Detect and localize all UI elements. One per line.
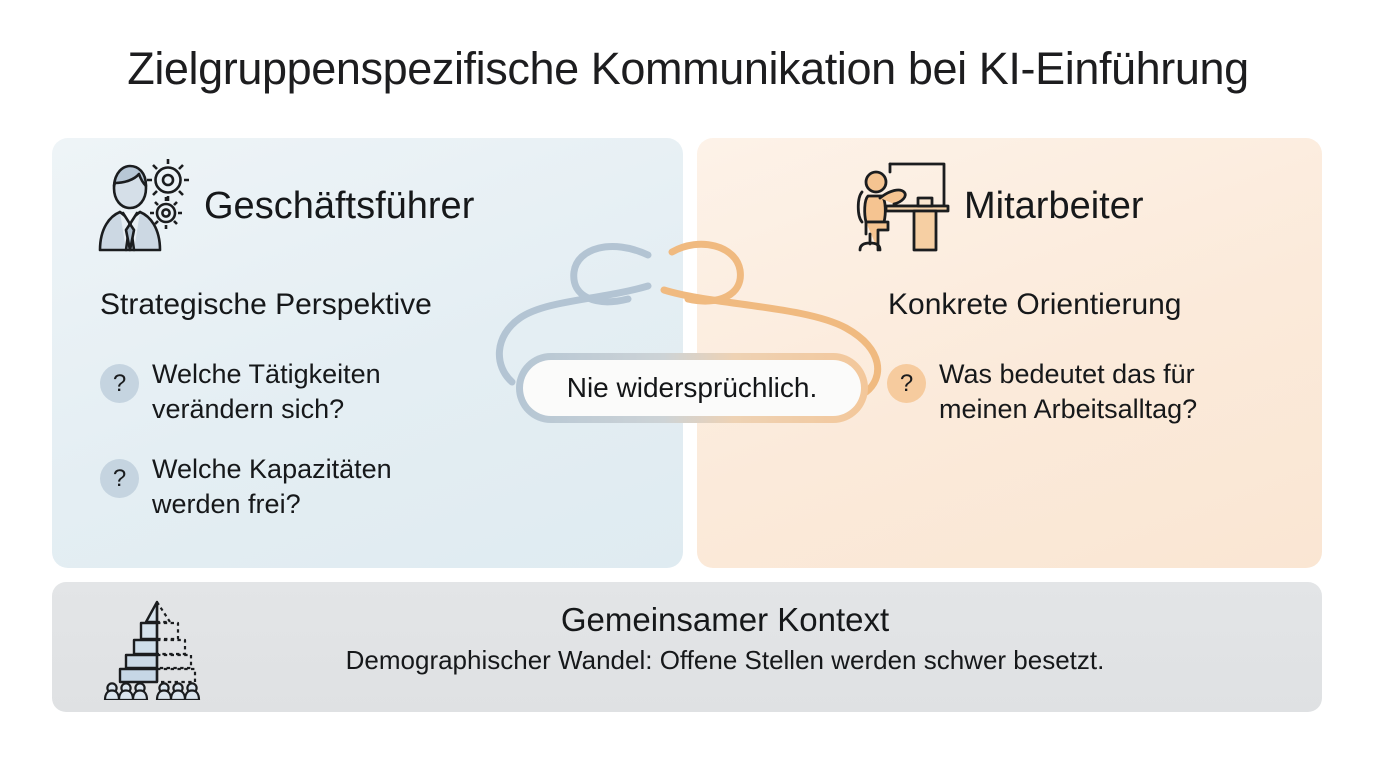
connector-pill-label: Nie widersprüchlich. bbox=[566, 372, 818, 403]
question-line-2: verändern sich? bbox=[152, 394, 345, 424]
question-line-1: Welche Kapazitäten bbox=[152, 454, 392, 484]
question-line-1: Welche Tätigkeiten bbox=[152, 359, 381, 389]
question-text: Was bedeutet das für meinen Arbeitsallta… bbox=[939, 357, 1197, 427]
employee-desk-icon bbox=[856, 162, 950, 252]
question-text: Welche Tätigkeiten verändern sich? bbox=[152, 357, 381, 427]
context-texts: Gemeinsamer Kontext Demographischer Wand… bbox=[225, 598, 1225, 678]
subtitle-konkrete-orientierung: Konkrete Orientierung bbox=[888, 288, 1182, 321]
header-mitarbeiter: Mitarbeiter bbox=[856, 158, 1144, 254]
header-geschaeftsfuehrer: Geschäftsführer bbox=[96, 158, 474, 254]
context-title: Gemeinsamer Kontext bbox=[560, 601, 890, 638]
question-line-2: meinen Arbeitsalltag? bbox=[939, 394, 1198, 424]
question-item: ? Welche Tätigkeiten verändern sich? bbox=[100, 357, 530, 427]
context-bar bbox=[52, 582, 1322, 712]
question-mark-icon: ? bbox=[887, 364, 926, 403]
context-subtitle: Demographischer Wandel: Offene Stellen w… bbox=[345, 645, 1105, 675]
role-label-mitarbeiter: Mitarbeiter bbox=[964, 185, 1144, 227]
question-text: Welche Kapazitäten werden frei? bbox=[152, 452, 392, 522]
question-mark-icon: ? bbox=[100, 459, 139, 498]
question-item: ? Was bedeutet das für meinen Arbeitsall… bbox=[887, 357, 1307, 427]
question-line-2: werden frei? bbox=[152, 489, 301, 519]
question-mark-icon: ? bbox=[100, 364, 139, 403]
connector-pill: Nie widersprüchlich. bbox=[523, 360, 861, 416]
page-title: Zielgruppenspezifische Kommunikation bei… bbox=[127, 43, 1249, 94]
population-pyramid-icon bbox=[103, 600, 201, 700]
question-line-1: Was bedeutet das für bbox=[939, 359, 1195, 389]
role-label-geschaeftsfuehrer: Geschäftsführer bbox=[204, 185, 475, 227]
question-item: ? Welche Kapazitäten werden frei? bbox=[100, 452, 530, 522]
businessman-gears-icon bbox=[98, 159, 189, 252]
subtitle-strategische-perspektive: Strategische Perspektive bbox=[100, 288, 432, 321]
